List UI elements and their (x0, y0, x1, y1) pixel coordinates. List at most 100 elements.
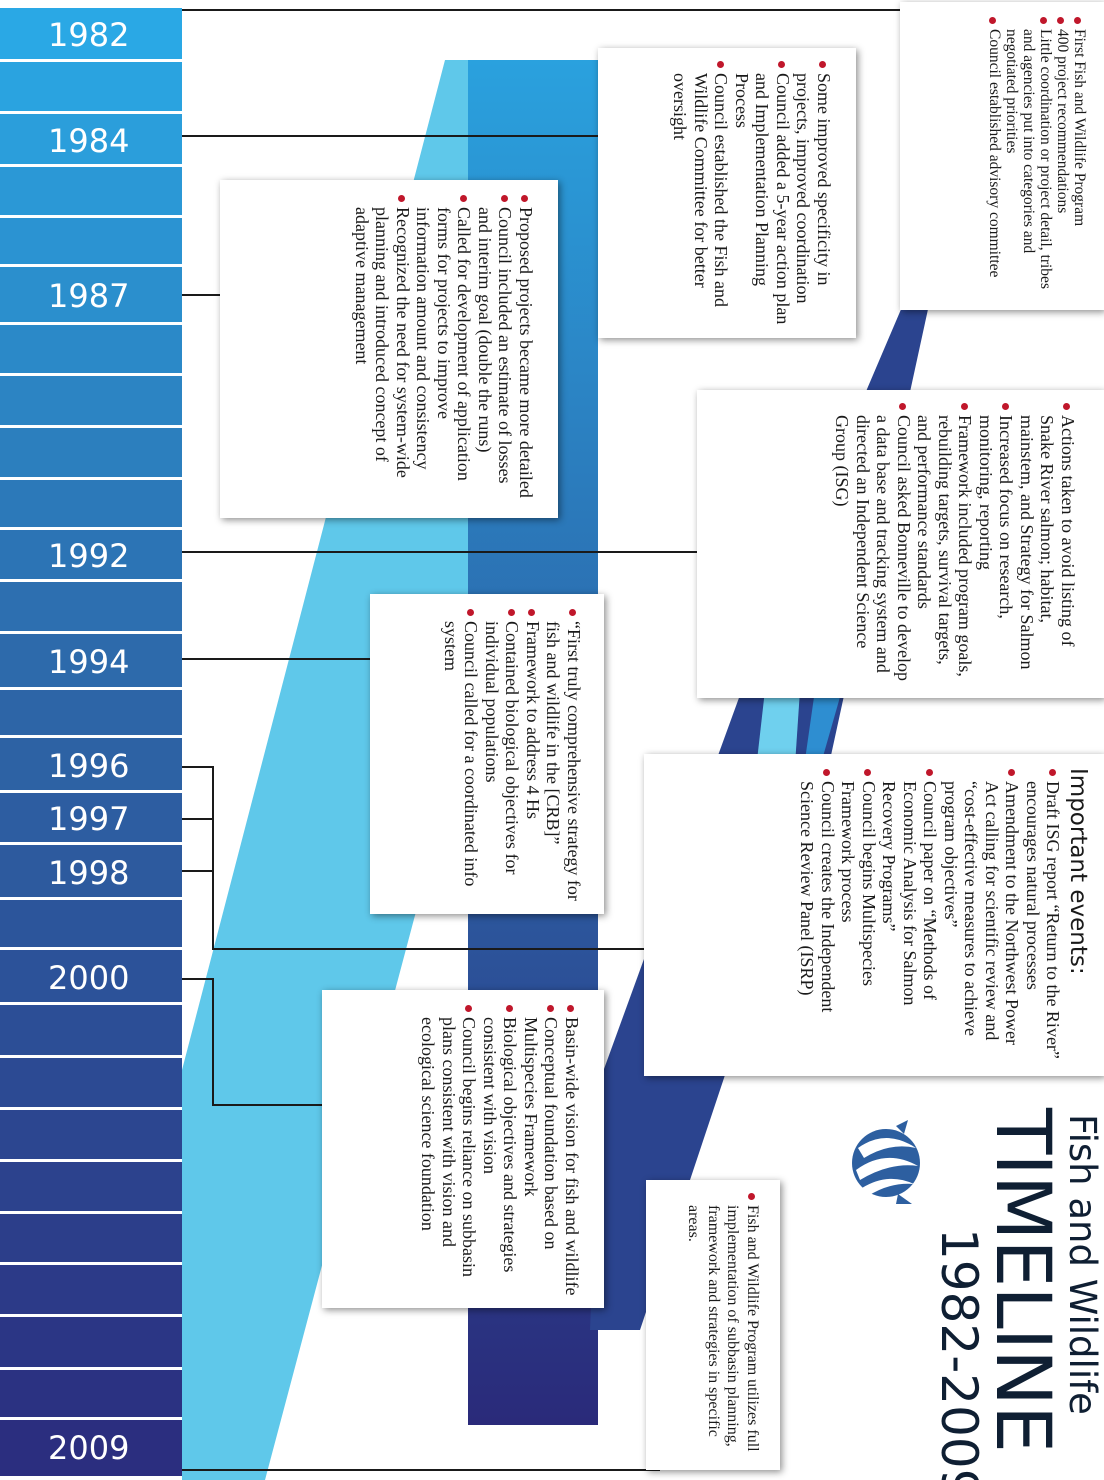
year-tile (0, 1162, 182, 1211)
year-label-1984: 1984 (48, 121, 130, 160)
card-important-events: Important events: Draft ISG report “Retu… (644, 754, 1104, 1076)
year-label-2000: 2000 (48, 958, 130, 997)
bullet-item: Council asked Bonneville to develop a da… (832, 402, 915, 686)
year-tile (0, 480, 182, 527)
bullet-item: Council paper on “Methods of Economic An… (879, 768, 941, 1064)
bullet-item: Biological objectives and strategies con… (480, 1004, 521, 1296)
bullet-item: Amendment to the Northwest Power Act cal… (941, 768, 1023, 1064)
year-tile (0, 582, 182, 631)
bullet-item: Called for development of application fo… (413, 194, 475, 506)
year-tile (0, 690, 182, 735)
year-tile (0, 845, 182, 897)
bullet-item: Council included an estimate of losses a… (475, 194, 516, 506)
year-tile (0, 114, 182, 164)
year-tile (0, 738, 182, 790)
connector-bracket-2000 (212, 978, 214, 1106)
card-2009-content: Fish and Wildlife Program utilizes full … (646, 1180, 780, 1470)
year-tile (0, 634, 182, 687)
year-tile (0, 1420, 182, 1476)
ribbon-sliver-dark (805, 690, 842, 760)
bullet-item: Contained biological objectives for indi… (482, 608, 523, 904)
year-tile (0, 1110, 182, 1159)
year-tile (0, 218, 182, 264)
year-tile (0, 62, 182, 111)
year-tile (0, 8, 182, 59)
connector-1984 (182, 135, 600, 137)
fish-logo-icon (852, 1120, 920, 1204)
connector-1996 (182, 766, 214, 768)
connector-1987 (182, 294, 222, 296)
bullet-item: First Fish and Wildlife Program (1071, 16, 1088, 298)
year-tile (0, 1317, 182, 1367)
connector-1997 (182, 818, 214, 820)
year-tile (0, 376, 182, 425)
connector-1998 (182, 870, 214, 872)
card-1992-content: Actions taken to avoid listing of Snake … (697, 390, 1104, 698)
card-1994-content: “First truly comprehensive strategy for … (370, 594, 604, 914)
bullet-item: Some improved specificity in projects, i… (793, 60, 835, 326)
bullet-item: Little coordination or project detail, t… (1003, 16, 1054, 298)
connector-2000 (182, 978, 214, 980)
connector-to-2000-card (212, 1104, 322, 1106)
bullet-item: Actions taken to avoid listing of Snake … (1017, 402, 1078, 686)
connector-bracket-1996-1998 (212, 766, 214, 950)
bullet-item: Council creates the Independent Science … (797, 768, 839, 1064)
year-tile (0, 900, 182, 947)
year-tile (0, 950, 182, 1002)
bullet-item: Council called for a coordinated info sy… (441, 608, 482, 904)
year-tile (0, 1265, 182, 1314)
card-1984-content: Some improved specificity in projects, i… (598, 48, 856, 338)
bullet-item: Conceptual foundation based on Multispec… (521, 1004, 562, 1296)
bullet-item: Recognized the need for system-wide plan… (352, 194, 413, 506)
year-label-1996: 1996 (48, 746, 130, 785)
year-tile (0, 1058, 182, 1107)
year-tile (0, 793, 182, 842)
year-label-1982: 1982 (48, 16, 130, 54)
year-tile (0, 1370, 182, 1417)
year-tile (0, 428, 182, 477)
year-tile (0, 1005, 182, 1055)
bullet-item: Draft ISG report “Return to the River” e… (1023, 768, 1064, 1064)
connector-1994 (182, 658, 370, 660)
bullet-item: Council added a 5-year action plan and I… (732, 60, 793, 326)
title-main: TIMELINE (979, 1108, 1068, 1453)
bullet-item: Framework included program goals, rebuil… (914, 402, 976, 686)
year-label-1987: 1987 (48, 277, 130, 315)
title-years: 1982-2009 (930, 1228, 988, 1480)
card-2009: Fish and Wildlife Program utilizes full … (646, 1180, 780, 1470)
bullet-item: Council established the Fish and Wildlif… (670, 60, 732, 326)
bullet-item: Basin-wide vision for fish and wildlife (562, 1004, 582, 1296)
year-label-1998: 1998 (48, 853, 130, 892)
year-tile (0, 325, 182, 373)
connector-to-events (212, 948, 644, 950)
card-important-events-content: Important events: Draft ISG report “Retu… (644, 754, 1104, 1076)
year-label-1997: 1997 (48, 800, 130, 838)
bullet-item: Increased focus on research, monitoring,… (976, 402, 1017, 686)
bullet-item: Council established advisory committee (986, 16, 1003, 298)
card-1994: “First truly comprehensive strategy for … (370, 594, 604, 914)
year-label-1994: 1994 (48, 643, 130, 681)
year-tile (0, 530, 182, 579)
bullet-item: Council begins reliance on subbasin plan… (418, 1004, 480, 1296)
card-1992: Actions taken to avoid listing of Snake … (697, 390, 1104, 698)
bullet-item: Council begins Multispecies Framework pr… (838, 768, 880, 1064)
bullet-item: “First truly comprehensive strategy for … (543, 608, 585, 904)
card-1984: Some improved specificity in projects, i… (598, 48, 856, 338)
bullet-item: Framework to address 4 Hs (523, 608, 543, 904)
year-label-1992: 1992 (48, 537, 130, 575)
year-tile (0, 1214, 182, 1262)
year-tile (0, 267, 182, 322)
connector-1992 (182, 551, 700, 553)
year-tile (0, 167, 182, 215)
bullet-item: Proposed projects became more detailed (516, 194, 536, 506)
bullet-item: Fish and Wildlife Program utilizes full … (684, 1192, 762, 1460)
bullet-item: 400 project recommendations (1054, 16, 1071, 298)
year-label-2009: 2009 (48, 1429, 130, 1467)
